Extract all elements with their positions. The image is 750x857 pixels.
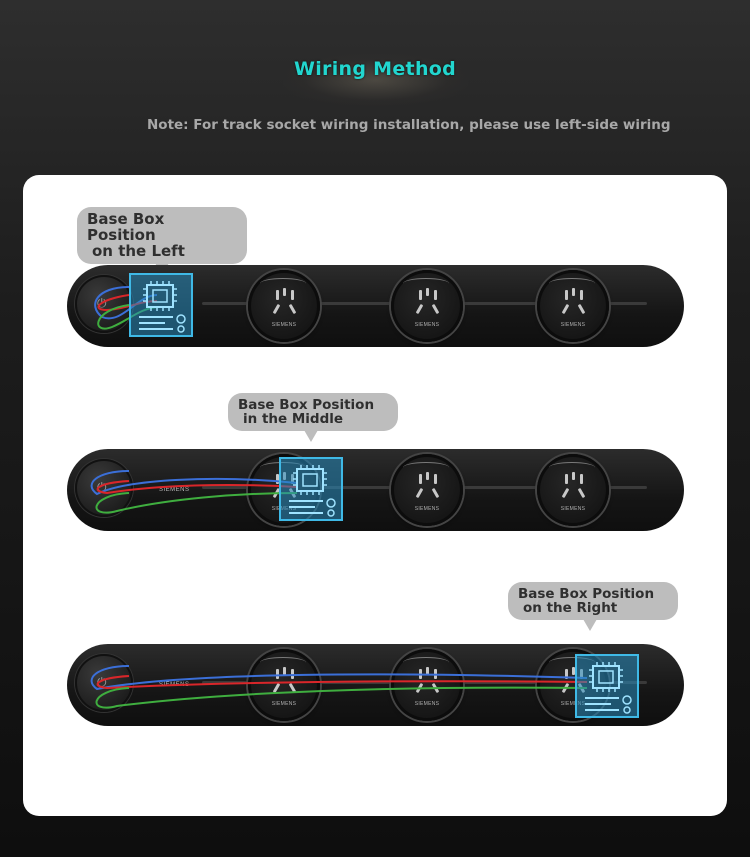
socket-brand: SIEMENS <box>560 322 586 328</box>
socket-strip-right: ⏻ SIEMENS SIEMENS SIEMENS SIEMENS <box>67 644 684 726</box>
page-title: Wiring Method <box>293 58 457 80</box>
socket-brand: SIEMENS <box>271 701 297 707</box>
wires <box>90 470 298 514</box>
socket: SIEMENS <box>248 649 320 721</box>
bubble-left: Base Box Position on the Left <box>77 207 247 276</box>
socket-holes-icon <box>415 288 441 320</box>
title-background-smudge <box>283 54 468 106</box>
socket-holes-icon <box>561 288 587 320</box>
socket: SIEMENS <box>248 270 320 342</box>
socket-brand: SIEMENS <box>414 701 440 707</box>
power-switch: ⏻ <box>75 654 133 712</box>
socket-strip-left: ⏻ SIEMENS SIEMENS SIEMENS <box>67 265 684 347</box>
socket-holes-icon <box>272 288 298 320</box>
title-wrap: Wiring Method <box>0 58 750 80</box>
socket: SIEMENS <box>391 270 463 342</box>
bubble-middle: Base Box Position in the Middle <box>228 393 398 443</box>
base-box-chip-icon <box>575 654 639 718</box>
socket-holes-icon <box>561 472 587 504</box>
socket-brand: SIEMENS <box>560 701 586 707</box>
strip-brand: SIEMENS <box>159 487 190 493</box>
bubble-right: Base Box Position on the Right <box>508 582 678 632</box>
socket-holes-icon <box>272 667 298 699</box>
socket-holes-icon <box>415 472 441 504</box>
bubble-middle-line2: in the Middle <box>243 411 344 428</box>
power-switch: ⏻ <box>75 459 133 517</box>
power-icon: ⏻ <box>97 675 107 689</box>
bubble-left-line1: Base Box Position <box>87 210 165 244</box>
base-box-chip-icon <box>279 457 343 521</box>
bubble-middle-line1: Base Box Position <box>238 397 375 413</box>
wires <box>90 665 588 709</box>
socket: SIEMENS <box>391 454 463 526</box>
diagram-card: Base Box Position on the Left ⏻ SIEMENS … <box>23 175 727 816</box>
bubble-left-line2: on the Left <box>92 241 185 260</box>
power-icon: ⏻ <box>97 480 107 494</box>
socket-strip-middle: ⏻ SIEMENS SIEMENS SIEMENS SIEMENS <box>67 449 684 531</box>
socket-brand: SIEMENS <box>560 506 586 512</box>
wiring-note: Note: For track socket wiring installati… <box>147 117 671 133</box>
bubble-right-line2: on the Right <box>523 600 618 617</box>
socket-brand: SIEMENS <box>271 322 297 328</box>
bubble-right-line1: Base Box Position <box>518 586 655 602</box>
socket: SIEMENS <box>537 270 609 342</box>
socket: SIEMENS <box>391 649 463 721</box>
socket-brand: SIEMENS <box>414 506 440 512</box>
base-box-chip-icon <box>129 273 193 337</box>
socket: SIEMENS <box>537 454 609 526</box>
socket-brand: SIEMENS <box>414 322 440 328</box>
